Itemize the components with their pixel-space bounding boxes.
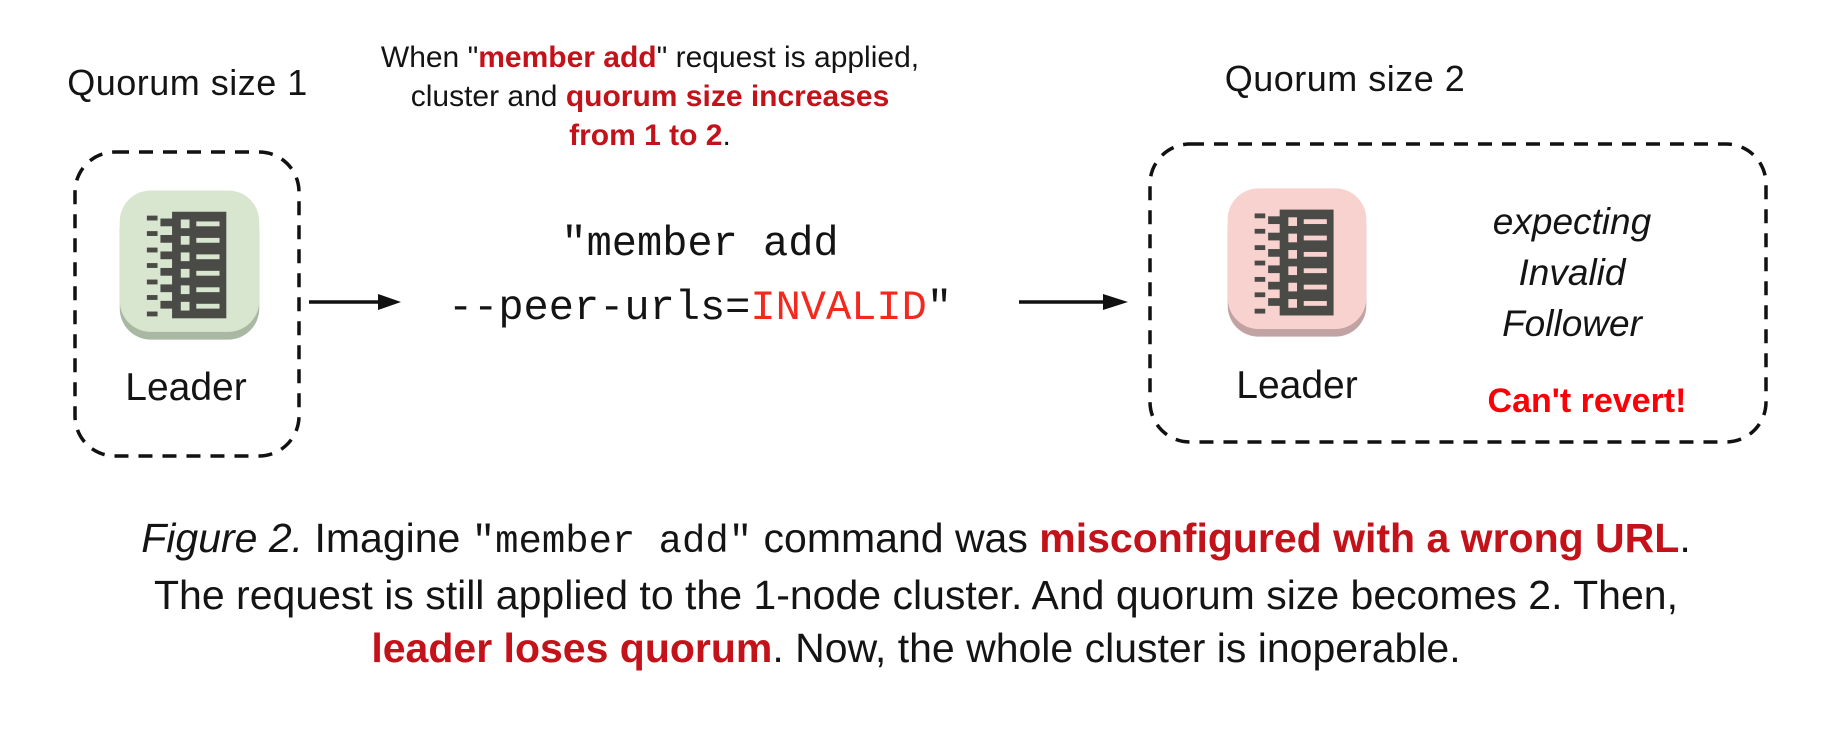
- etcd-server-icon-green: [119, 190, 260, 340]
- command-flag: --peer-urls=: [447, 284, 751, 332]
- caption-text: command was: [752, 515, 1040, 561]
- left-cluster-box: [73, 150, 301, 458]
- top-annotation-highlight: from 1 to 2: [569, 119, 723, 152]
- caption-text: Imagine: [303, 515, 472, 561]
- expectation-note: expecting Invalid Follower: [1417, 196, 1727, 349]
- top-annotation-text: .: [722, 119, 731, 152]
- top-annotation-highlight: member add: [478, 41, 657, 74]
- caption-line3: leader loses quorum. Now, the whole clus…: [0, 622, 1832, 675]
- caption-code: "member add": [471, 520, 753, 564]
- command-invalid-value: INVALID: [750, 284, 927, 332]
- expectation-line: Follower: [1502, 303, 1642, 344]
- etcd-server-icon-pink: [1227, 188, 1367, 337]
- left-leader-label: Leader: [125, 366, 247, 409]
- top-annotation: When "member add" request is applied, cl…: [330, 38, 970, 155]
- flow-arrow-left-icon: [309, 294, 401, 310]
- top-annotation-line2: cluster and quorum size increases: [330, 77, 970, 116]
- top-annotation-text: cluster and: [410, 80, 566, 113]
- right-cluster-box: [1148, 142, 1768, 444]
- command-line1: "member add: [561, 220, 839, 268]
- cant-revert-warning: Can't revert!: [1487, 382, 1687, 420]
- command-closing-quote: ": [926, 284, 953, 332]
- right-leader-label: Leader: [1236, 364, 1358, 407]
- caption-highlight: misconfigured with a wrong URL: [1039, 515, 1680, 561]
- top-annotation-text: When ": [380, 41, 479, 74]
- top-annotation-text: " request is applied,: [656, 41, 920, 74]
- caption-line1: Figure 2. Imagine "member add" command w…: [0, 512, 1832, 569]
- top-annotation-line3: from 1 to 2.: [330, 116, 970, 155]
- top-annotation-highlight: quorum size increases: [565, 80, 890, 113]
- command-line2: --peer-urls=INVALID": [420, 276, 980, 340]
- member-add-command: "member add --peer-urls=INVALID": [420, 212, 980, 340]
- top-annotation-line1: When "member add" request is applied,: [330, 38, 970, 77]
- caption-text: .: [1679, 515, 1691, 561]
- flow-arrow-right-icon: [1019, 294, 1128, 310]
- left-cluster-title: Quorum size 1: [67, 62, 308, 103]
- expectation-line: expecting: [1492, 201, 1652, 242]
- caption-line2: The request is still applied to the 1-no…: [154, 572, 1678, 618]
- caption-highlight: leader loses quorum: [371, 625, 773, 671]
- figure-caption: Figure 2. Imagine "member add" command w…: [0, 512, 1832, 675]
- figure-label: Figure 2.: [141, 515, 304, 561]
- expectation-line: Invalid: [1518, 252, 1626, 293]
- right-cluster-title: Quorum size 2: [1224, 58, 1466, 99]
- caption-text: . Now, the whole cluster is inoperable.: [772, 625, 1461, 671]
